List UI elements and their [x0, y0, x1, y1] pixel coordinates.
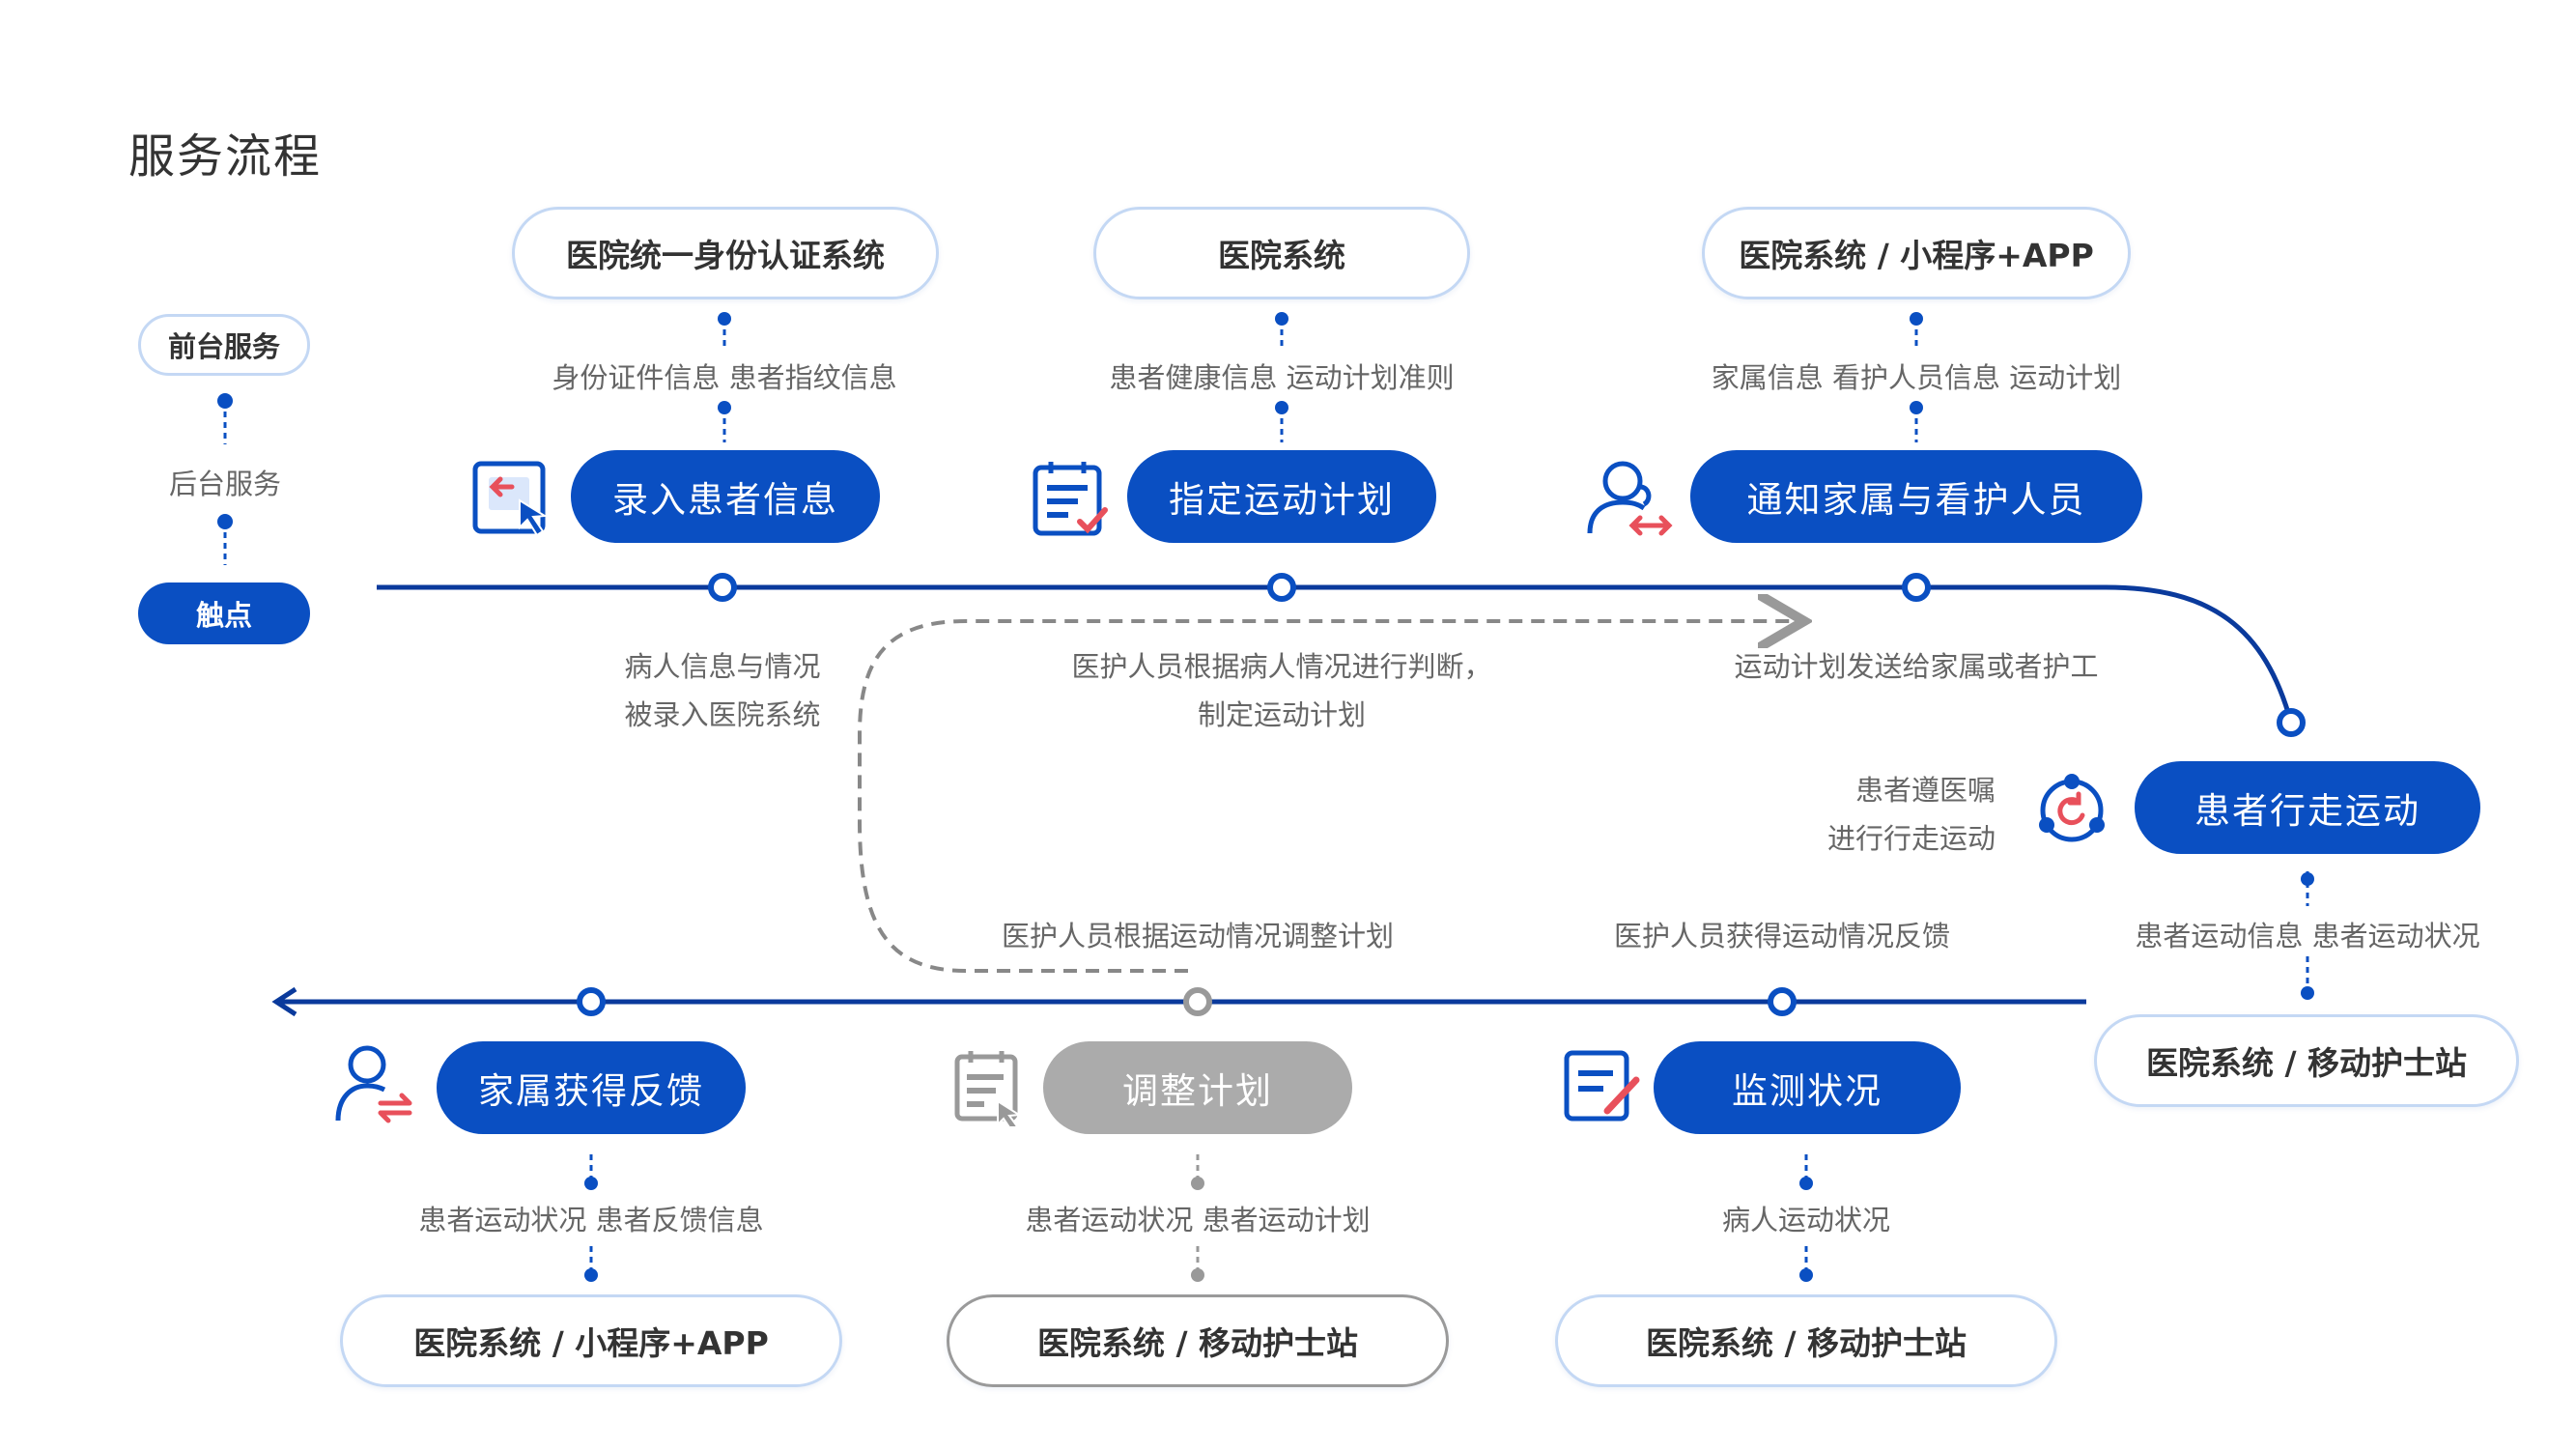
system-box: 医院系统 / 移动护士站: [2094, 1014, 2519, 1107]
action-pill: 监测状况: [1654, 1041, 1961, 1134]
action-pill: 家属获得反馈: [437, 1041, 746, 1134]
gray-connectors: [1191, 1154, 1204, 1282]
timeline-node: [1902, 573, 1931, 602]
action-pill: 患者行走运动: [2135, 761, 2480, 854]
data-label: 身份证件信息 患者指纹信息: [552, 361, 897, 394]
document-edit-icon: [951, 1047, 1029, 1132]
user-exchange-icon: [1580, 458, 1677, 545]
data-label: 患者健康信息 运动计划准则: [1109, 361, 1455, 394]
page-title: 服务流程: [128, 129, 323, 184]
action-pill: 录入患者信息: [571, 450, 880, 543]
timeline-node: [577, 987, 606, 1016]
data-label: 病人运动状况: [1721, 1204, 1891, 1236]
system-box: 医院统一身份认证系统: [512, 207, 939, 299]
legend-touchpoint: 触点: [138, 582, 310, 644]
data-label: 患者运动状况 患者反馈信息: [418, 1204, 764, 1236]
system-box: 医院系统 / 小程序+APP: [340, 1294, 842, 1387]
cycle-refresh-icon: [2028, 767, 2115, 858]
data-label: 患者运动信息 患者运动状况: [2135, 920, 2480, 952]
monitor-edit-icon: [1561, 1047, 1642, 1130]
top-connectors: [217, 312, 2314, 1282]
system-box: 医院系统: [1093, 207, 1470, 299]
step-description: 医护人员获得运动情况反馈: [1613, 920, 1951, 952]
step-description: 患者遵医嘱进行行走运动: [1826, 774, 1996, 855]
step-description: 医护人员根据病人情况进行判断，制定运动计划: [1071, 650, 1492, 731]
step-description: 运动计划发送给家属或者护工: [1734, 650, 2099, 683]
step-description: 病人信息与情况被录入医院系统: [624, 650, 821, 731]
legend-back-service: 后台服务: [168, 468, 282, 500]
action-pill: 通知家属与看护人员: [1690, 450, 2142, 543]
timeline-node: [2277, 708, 2306, 737]
timeline-curve: [2105, 584, 2294, 724]
timeline-node: [1183, 987, 1212, 1016]
timeline-node: [1267, 573, 1296, 602]
action-pill: 指定运动计划: [1127, 450, 1436, 543]
data-label: 家属信息 看护人员信息 运动计划: [1711, 361, 2122, 394]
action-pill: 调整计划: [1043, 1041, 1352, 1134]
data-label: 患者运动状况 患者运动计划: [1025, 1204, 1371, 1236]
timeline-node: [1768, 987, 1797, 1016]
legend-front-service: 前台服务: [138, 314, 310, 376]
clipboard-check-icon: [1030, 458, 1115, 545]
input-record-icon: [469, 458, 556, 545]
system-box: 医院系统 / 移动护士站: [947, 1294, 1449, 1387]
feedback-loop-path: [858, 621, 1797, 973]
system-box: 医院系统 / 小程序+APP: [1702, 207, 2131, 299]
timeline-node: [708, 573, 737, 602]
system-box: 医院系统 / 移动护士站: [1555, 1294, 2057, 1387]
user-feedback-icon: [332, 1043, 415, 1130]
step-description: 医护人员根据运动情况调整计划: [1001, 920, 1395, 952]
timeline-arrowhead: [271, 986, 297, 1017]
